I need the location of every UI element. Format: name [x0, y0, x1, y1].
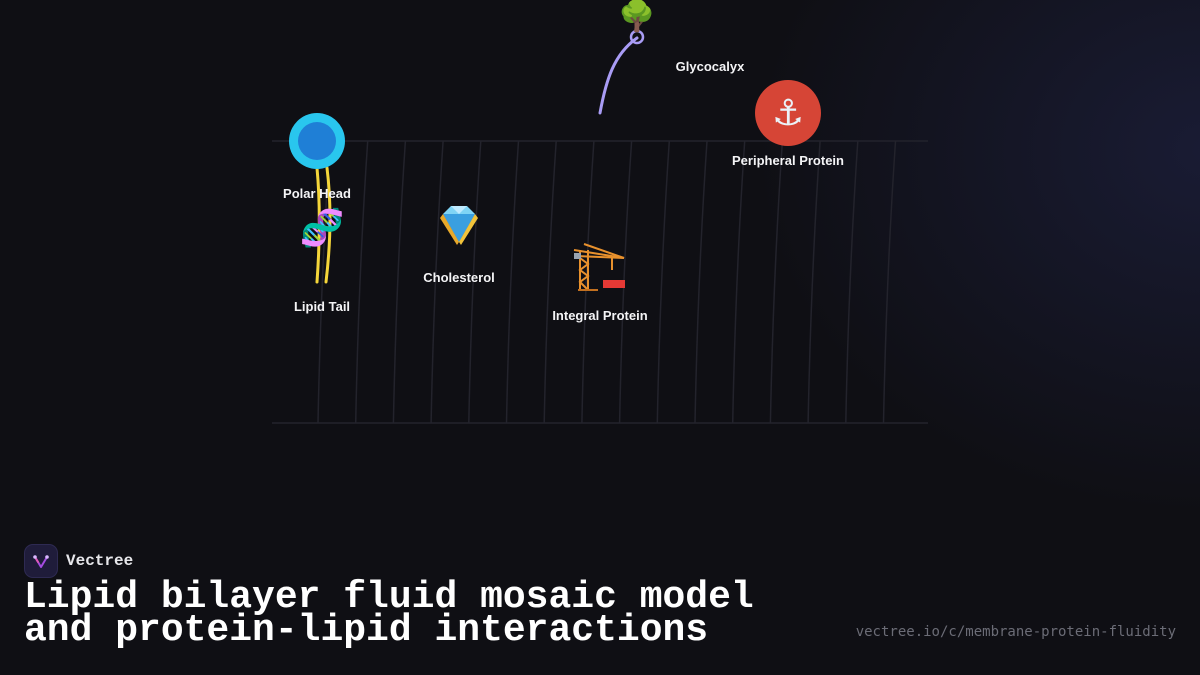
- brand-name: Vectree: [66, 552, 134, 570]
- bilayer-strand: [882, 140, 897, 424]
- crane-icon: [573, 243, 625, 291]
- bilayer-strand: [505, 140, 520, 424]
- bilayer-strand: [807, 140, 821, 424]
- bilayer-strand: [430, 140, 444, 424]
- glycocalyx[interactable]: 🌳 Glycocalyx: [598, 0, 745, 115]
- crane-icon-glyph: 🏗️: [599, 279, 601, 281]
- page-title: Lipid bilayer fluid mosaic model and pro…: [24, 576, 754, 652]
- glycocalyx-chain: [598, 36, 639, 115]
- bilayer-strand: [468, 140, 482, 424]
- bilayer-strand: [354, 140, 369, 424]
- integral-protein[interactable]: 🏗️ Integral Protein: [552, 243, 648, 323]
- bilayer-strand: [694, 140, 708, 424]
- bilayer-strand: [769, 140, 784, 424]
- glycocalyx-sugar-node: [629, 29, 645, 45]
- glycocalyx-label: Glycocalyx: [676, 59, 745, 74]
- phospholipid[interactable]: Polar Head 🧬 Lipid Tail: [283, 113, 351, 314]
- polar-head-label: Polar Head: [283, 186, 351, 201]
- bilayer-strand: [731, 140, 746, 424]
- vectree-logo-icon: [24, 544, 58, 578]
- peripheral-protein-label: Peripheral Protein: [732, 153, 844, 168]
- anchor-icon: ⚓: [772, 93, 804, 134]
- lipid-tail-strand-right: [324, 166, 332, 284]
- cholesterol-label: Cholesterol: [423, 270, 495, 285]
- peripheral-protein-disc: [755, 80, 821, 146]
- tree-icon: 🌳: [618, 0, 655, 34]
- bilayer-strand: [845, 140, 859, 424]
- dna-icon: 🧬: [300, 206, 345, 249]
- bilayer-strand: [618, 140, 633, 424]
- gem-icon: [440, 206, 478, 245]
- cholesterol[interactable]: 💎 Cholesterol: [423, 206, 495, 285]
- bilayer-strand: [392, 140, 407, 424]
- bilayer-strand: [656, 140, 671, 424]
- integral-protein-label: Integral Protein: [552, 308, 647, 323]
- polar-head-core: [298, 122, 336, 160]
- lipid-tail-strand-left: [315, 166, 321, 284]
- peripheral-protein[interactable]: ⚓ Peripheral Protein: [732, 80, 844, 168]
- bilayer-strands: [317, 140, 897, 424]
- source-url[interactable]: vectree.io/c/membrane-protein-fluidity: [855, 624, 1176, 640]
- brand[interactable]: Vectree: [24, 544, 133, 578]
- bilayer-strand: [543, 140, 557, 424]
- lipid-tail-label: Lipid Tail: [294, 299, 350, 314]
